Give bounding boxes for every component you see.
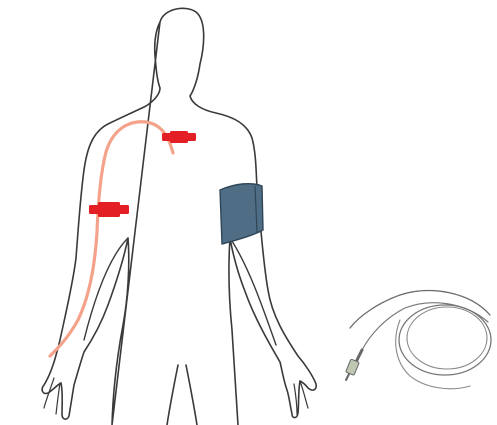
left-hand-fingers bbox=[44, 378, 60, 414]
body-outline bbox=[42, 8, 316, 425]
tube-line bbox=[50, 122, 173, 356]
tape-strip-arm bbox=[89, 202, 129, 217]
cable-connector bbox=[346, 350, 362, 380]
tape-strip-shoulder bbox=[162, 131, 196, 143]
coiled-cable bbox=[350, 291, 491, 389]
blood-pressure-cuff bbox=[220, 184, 263, 244]
left-inner-arm-line bbox=[84, 238, 128, 340]
right-inner-arm-line bbox=[230, 238, 276, 345]
